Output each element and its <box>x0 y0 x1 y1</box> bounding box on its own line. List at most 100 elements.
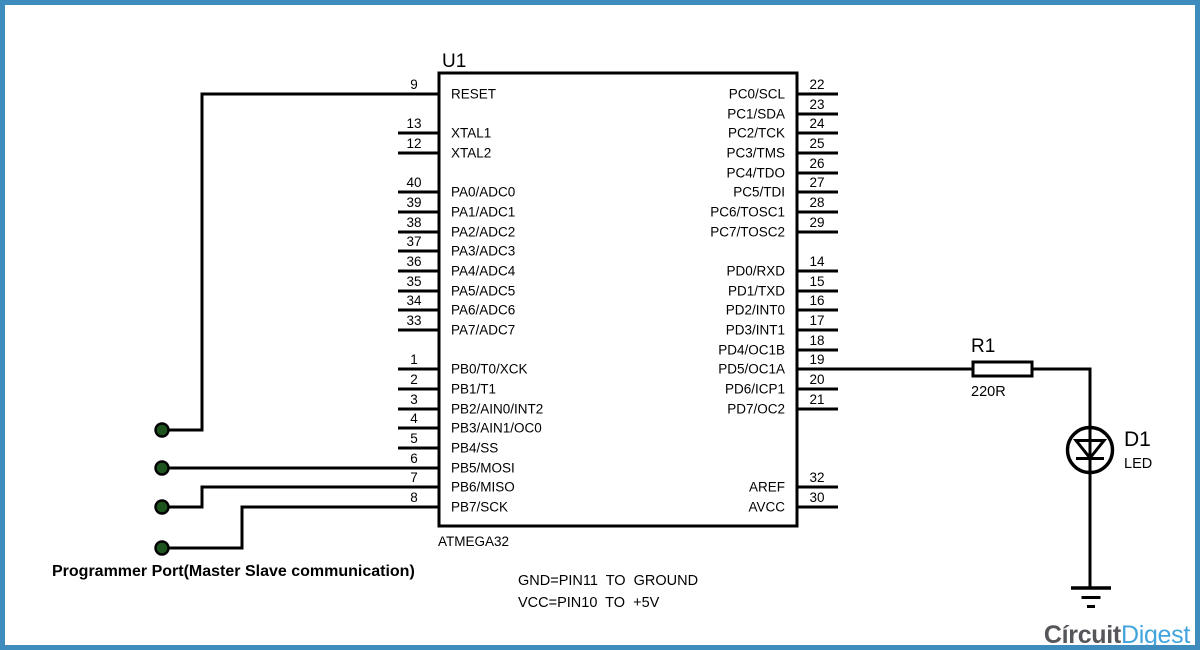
pin-label: PC7/TOSC2 <box>710 225 785 240</box>
pin-label: PB4/SS <box>451 441 498 456</box>
wire-sck-to-programmer <box>162 505 439 550</box>
pin-label: PB6/MISO <box>451 480 515 495</box>
pin-label: PA0/ADC0 <box>451 185 515 200</box>
pin-label: XTAL1 <box>451 126 491 141</box>
chip-ref: U1 <box>442 51 466 72</box>
wire-miso-to-programmer <box>162 485 439 509</box>
junction-dot-sck <box>154 540 170 556</box>
pin-label: PB7/SCK <box>451 500 508 515</box>
led-diode-triangle <box>1072 439 1108 461</box>
pin-label: PC4/TDO <box>726 166 785 181</box>
pin-label: PA2/ADC2 <box>451 225 515 240</box>
pin-number: 4 <box>410 411 418 426</box>
chip-part-number: ATMEGA32 <box>438 534 509 549</box>
led-d1: D1 LED <box>1065 425 1152 475</box>
pin-number: 30 <box>809 490 824 505</box>
circuitdigest-logo: CírcuitDigest <box>1044 621 1190 649</box>
pin-number: 19 <box>809 352 824 367</box>
pin-label: PB0/T0/XCK <box>451 362 528 377</box>
chip-left-pins: 9RESET13XTAL112XTAL240PA0/ADC039PA1/ADC1… <box>398 77 543 515</box>
pin-number: 20 <box>809 372 824 387</box>
pin-label: PD6/ICP1 <box>725 382 785 397</box>
pin-number: 37 <box>406 234 421 249</box>
pin-number: 1 <box>410 352 418 367</box>
programmer-port-wires <box>154 92 439 556</box>
pin-number: 33 <box>406 313 421 328</box>
pin-number: 6 <box>410 451 418 466</box>
chip-atmega32: U1 ATMEGA32 9RESET13XTAL112XTAL240PA0/AD… <box>398 51 838 549</box>
pin-label: AVCC <box>748 500 785 515</box>
pin-label: PC0/SCL <box>729 87 786 102</box>
junction-dot-reset <box>154 422 170 438</box>
pin-number: 16 <box>809 293 824 308</box>
pin-number: 12 <box>406 136 421 151</box>
ground-symbol <box>1071 586 1111 608</box>
pin-label: PC3/TMS <box>726 146 785 161</box>
pin-number: 3 <box>410 392 418 407</box>
pin-number: 27 <box>809 175 824 190</box>
pin-number: 13 <box>406 116 421 131</box>
note-gnd: GND=PIN11 TO GROUND <box>518 573 698 589</box>
pin-label: PA7/ADC7 <box>451 323 515 338</box>
pin-number: 34 <box>406 293 422 308</box>
pin-number: 22 <box>809 77 824 92</box>
pin-number: 21 <box>809 392 824 407</box>
chip-right-pins: 22PC0/SCL23PC1/SDA24PC2/TCK25PC3/TMS26PC… <box>710 77 838 515</box>
pin-number: 8 <box>410 490 418 505</box>
led-ref: D1 <box>1124 428 1151 451</box>
pin-label: PD1/TXD <box>728 284 785 299</box>
pin-number: 14 <box>809 254 825 269</box>
circuit-schematic: U1 ATMEGA32 9RESET13XTAL112XTAL240PA0/AD… <box>52 51 1191 649</box>
logo-circuit-text: Círcuit <box>1044 621 1122 649</box>
pin-label: PB1/T1 <box>451 382 496 397</box>
pin-label: PA6/ADC6 <box>451 303 515 318</box>
pin-number: 23 <box>809 97 824 112</box>
pin-number: 24 <box>809 116 825 131</box>
chip-body <box>437 71 799 528</box>
pin-label: PD3/INT1 <box>726 323 785 338</box>
resistor-value: 220R <box>971 384 1006 400</box>
resistor-ref: R1 <box>971 336 995 357</box>
pin-label: PA5/ADC5 <box>451 284 515 299</box>
led-branch: R1 220R D1 LED <box>797 336 1152 608</box>
programmer-port-label: Programmer Port(Master Slave communicati… <box>52 563 415 580</box>
pin-number: 18 <box>809 333 824 348</box>
pin-label: PC1/SDA <box>727 107 785 122</box>
pin-number: 15 <box>809 274 824 289</box>
pin-label: PD4/OC1B <box>718 343 785 358</box>
pin-number: 17 <box>809 313 824 328</box>
pin-label: PD7/OC2 <box>727 402 785 417</box>
pin-label: PA3/ADC3 <box>451 244 515 259</box>
pin-number: 38 <box>406 215 421 230</box>
pin-number: 9 <box>410 77 418 92</box>
wire-r1-to-led <box>1032 367 1092 429</box>
